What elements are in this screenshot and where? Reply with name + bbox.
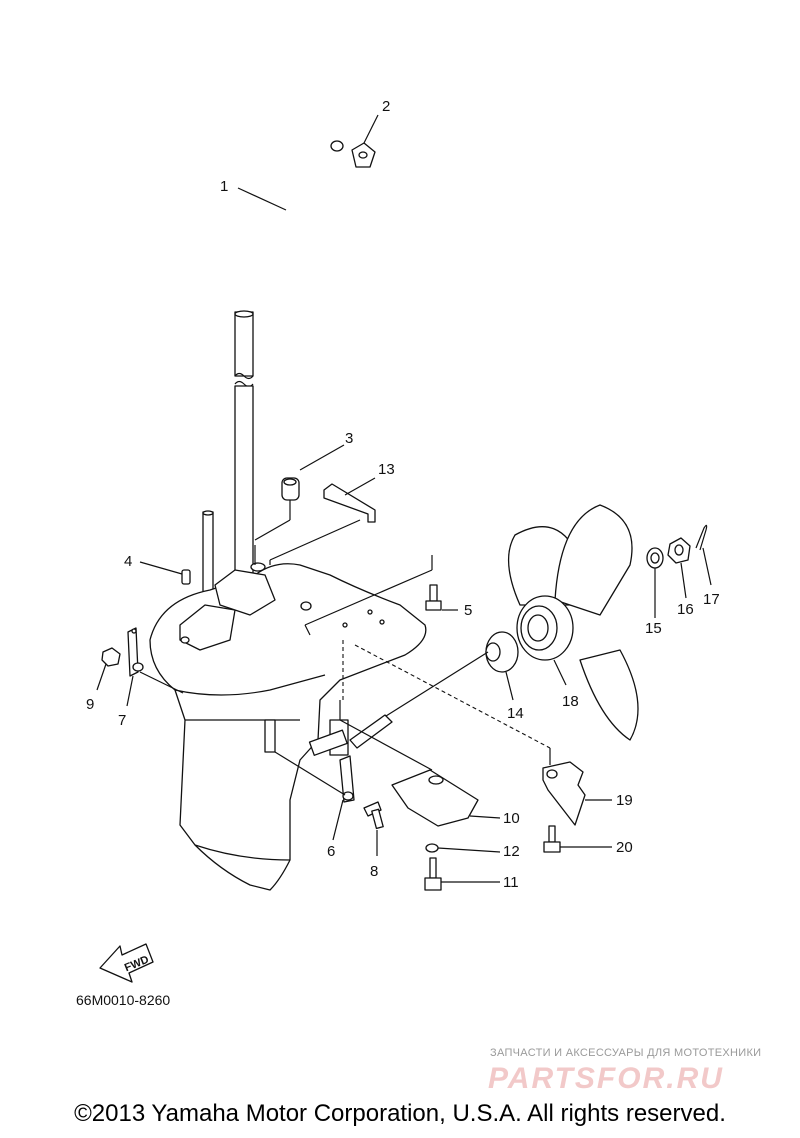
callout-2: 2 (382, 98, 390, 115)
part-dowel-pin (181, 569, 191, 585)
watermark: ЗАПЧАСТИ И АКСЕССУАРЫ ДЛЯ МОТОТЕХНИКИ PA… (488, 1047, 761, 1095)
part-bolt-11 (424, 857, 442, 891)
part-lower-casing (149, 562, 427, 891)
callout-16: 16 (677, 601, 694, 618)
callout-19: 19 (616, 792, 633, 809)
part-tube-seal (254, 477, 300, 541)
callout-1: 1 (220, 178, 228, 195)
watermark-brand: PARTSFOR.RU (488, 1062, 724, 1095)
part-spacer (485, 631, 519, 673)
part-grommet (351, 142, 376, 168)
part-fin (542, 761, 586, 826)
callout-20: 20 (616, 839, 633, 856)
assembly-lines (139, 519, 551, 796)
callout-3: 3 (345, 430, 353, 447)
part-nut-9 (101, 647, 121, 667)
part-bracket (323, 483, 376, 523)
callout-4: 4 (124, 553, 132, 570)
callouts: 1 2 3 4 5 6 7 8 9 10 11 12 13 14 15 16 1… (86, 98, 720, 891)
callout-10: 10 (503, 810, 520, 827)
callout-11: 11 (503, 874, 519, 891)
callout-6: 6 (327, 843, 335, 860)
part-clip-6 (339, 755, 355, 803)
part-washer-15 (646, 547, 664, 569)
callout-13: 13 (378, 461, 395, 478)
callout-15: 15 (645, 620, 662, 637)
callout-5: 5 (464, 602, 472, 619)
part-clip-7 (127, 627, 144, 677)
part-water-tube (284, 127, 344, 470)
copyright-notice: ©2013 Yamaha Motor Corporation, U.S.A. A… (74, 1100, 726, 1127)
leader-lines (96, 114, 712, 883)
callout-8: 8 (370, 863, 378, 880)
part-drive-shaft (234, 310, 254, 577)
watermark-tagline: ЗАПЧАСТИ И АКСЕССУАРЫ ДЛЯ МОТОТЕХНИКИ (490, 1047, 761, 1059)
part-cotter-pin (695, 524, 708, 551)
part-bolt-5 (425, 584, 442, 611)
callout-17: 17 (703, 591, 720, 608)
part-washer-12 (425, 843, 439, 853)
part-anode (391, 769, 479, 827)
diagram-code: 66M0010-8260 (76, 992, 170, 1008)
fwd-arrow-icon: FWD (99, 943, 154, 983)
callout-9: 9 (86, 696, 94, 713)
callout-12: 12 (503, 843, 520, 860)
part-propeller (507, 504, 639, 741)
part-propeller-shaft (349, 714, 393, 749)
callout-18: 18 (562, 693, 579, 710)
callout-7: 7 (118, 712, 126, 729)
part-screw-8 (363, 801, 384, 830)
part-bolt-20 (543, 825, 561, 853)
part-prop-nut (667, 537, 691, 564)
callout-14: 14 (507, 705, 524, 722)
